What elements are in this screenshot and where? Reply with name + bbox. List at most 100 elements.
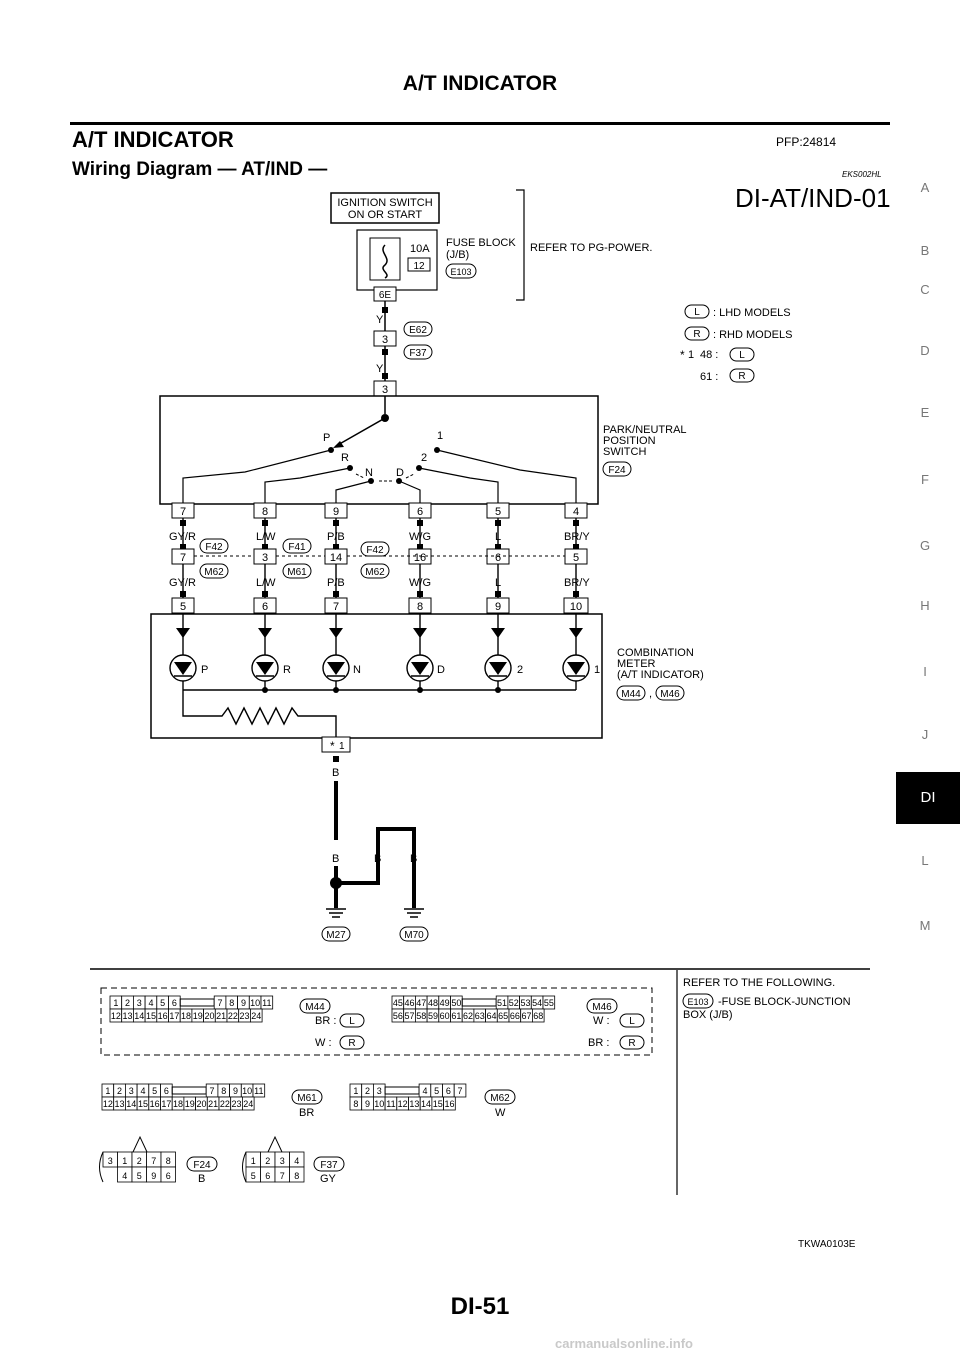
m62-oval bbox=[484, 1089, 516, 1105]
meter-term-4: 8 bbox=[417, 601, 423, 613]
term-box bbox=[563, 597, 589, 614]
side-index-item[interactable]: B bbox=[920, 243, 930, 258]
f24-color: B bbox=[198, 1173, 205, 1185]
m44-w-oval bbox=[339, 1035, 365, 1050]
pin bbox=[262, 591, 268, 597]
pin bbox=[417, 520, 423, 526]
legend-rhd-oval bbox=[684, 326, 710, 341]
ignition-line2: ON OR START bbox=[348, 209, 422, 221]
meter-line3: (A/T INDICATOR) bbox=[617, 669, 704, 681]
f24-oval bbox=[186, 1156, 218, 1172]
side-index-item[interactable]: D bbox=[920, 343, 930, 358]
star-term: 1 bbox=[339, 741, 345, 752]
meter-term-5: 9 bbox=[495, 601, 501, 613]
mid-term-2: 3 bbox=[262, 552, 268, 564]
pnp-line2: POSITION bbox=[603, 435, 656, 447]
legend-61-tag: R bbox=[738, 371, 745, 382]
side-index-item[interactable]: M bbox=[919, 918, 931, 933]
m44-w-tag: R bbox=[348, 1038, 355, 1049]
led-label-4: D bbox=[437, 664, 445, 676]
connector-pin-number: 9 bbox=[151, 1171, 156, 1181]
side-index-item[interactable]: L bbox=[921, 853, 929, 868]
connector-pin-number: 12 bbox=[103, 1099, 113, 1109]
ground-icon bbox=[404, 908, 424, 918]
connector-pin-number: 49 bbox=[440, 998, 450, 1008]
junction bbox=[495, 687, 501, 693]
wire-bot-4: W/G bbox=[409, 577, 431, 589]
connector-pin-number: 3 bbox=[280, 1156, 285, 1166]
m46-w: W : bbox=[593, 1015, 610, 1027]
side-index-item[interactable]: A bbox=[920, 180, 930, 195]
connector-lock bbox=[461, 998, 497, 1007]
connector-pin-number: 5 bbox=[251, 1171, 256, 1181]
connector-pin-number: 53 bbox=[520, 998, 530, 1008]
side-index-item[interactable]: E bbox=[920, 405, 930, 420]
side-index-item[interactable]: I bbox=[923, 664, 927, 679]
sw-term-3: 9 bbox=[333, 506, 339, 518]
m62-color: W bbox=[495, 1107, 506, 1119]
conn-oval bbox=[199, 538, 229, 554]
diagram-id: DI-AT/IND-01 bbox=[735, 183, 891, 213]
resistor-icon bbox=[182, 690, 337, 742]
connector-dash-box bbox=[100, 987, 653, 1056]
connector-pin-number: 13 bbox=[115, 1099, 125, 1109]
mid-term-5: 6 bbox=[495, 552, 501, 564]
meter-conn-oval bbox=[655, 685, 685, 701]
wire-top-2: L/W bbox=[256, 531, 276, 543]
connector-cavity bbox=[260, 995, 274, 1010]
side-index-item[interactable]: F bbox=[921, 472, 929, 487]
meter-term-1: 5 bbox=[180, 601, 186, 613]
connector-pin-number: 54 bbox=[532, 998, 542, 1008]
pin bbox=[382, 373, 388, 379]
legend-48-oval bbox=[729, 347, 755, 362]
connector-pin-number: 47 bbox=[416, 998, 426, 1008]
side-index-active-tab[interactable] bbox=[896, 772, 960, 824]
side-index-item[interactable]: J bbox=[921, 727, 929, 742]
term-box bbox=[171, 597, 195, 614]
m61-color: BR bbox=[299, 1107, 314, 1119]
connector-pin-number: 20 bbox=[196, 1099, 206, 1109]
connector-pin-number: 3 bbox=[137, 998, 142, 1008]
m44-br-oval bbox=[339, 1013, 365, 1028]
connector-pin-number: 66 bbox=[510, 1011, 520, 1021]
section-code: EKS002HL bbox=[842, 170, 882, 179]
connector-pin-number: 67 bbox=[522, 1011, 532, 1021]
wire-p bbox=[182, 449, 332, 504]
term-box bbox=[253, 597, 277, 614]
connector-pin-number: 8 bbox=[166, 1156, 171, 1166]
side-index-item[interactable]: G bbox=[919, 538, 931, 553]
term-box bbox=[408, 597, 432, 614]
connector-key bbox=[132, 1135, 148, 1153]
side-index-active-label[interactable]: DI bbox=[920, 789, 936, 806]
conn-f37-oval bbox=[403, 344, 433, 360]
fuse-number: 12 bbox=[413, 261, 425, 272]
wire-bot-5: L bbox=[495, 577, 501, 589]
ground-icon bbox=[326, 908, 346, 918]
dash bbox=[355, 473, 365, 479]
legend-star-label: 1 bbox=[688, 349, 694, 361]
connector-pin-number: 8 bbox=[221, 1086, 226, 1096]
connector-pin-number: 52 bbox=[509, 998, 519, 1008]
m44-label: M44 bbox=[305, 1002, 325, 1013]
fuse-block-line2: (J/B) bbox=[446, 249, 469, 261]
pin bbox=[180, 520, 186, 526]
m46-label: M46 bbox=[592, 1002, 612, 1013]
connector-pin-number: 1 bbox=[122, 1156, 127, 1166]
side-index-item[interactable]: C bbox=[920, 282, 930, 297]
connector-pin-number: 10 bbox=[242, 1086, 252, 1096]
conn-oval bbox=[282, 538, 312, 554]
connector-pin-number: 55 bbox=[544, 998, 554, 1008]
connector-pin-number: 22 bbox=[220, 1099, 230, 1109]
connector-pin-number: 15 bbox=[138, 1099, 148, 1109]
side-index-item[interactable]: H bbox=[920, 598, 930, 613]
wire-y2: Y bbox=[376, 363, 384, 375]
conn-e62: E62 bbox=[409, 325, 427, 336]
junction bbox=[262, 687, 268, 693]
f37-color: GY bbox=[320, 1173, 337, 1185]
pin bbox=[495, 520, 501, 526]
connector-cavity bbox=[453, 1083, 467, 1098]
fuse-icon bbox=[382, 244, 388, 279]
connector-cavity bbox=[532, 1008, 545, 1023]
connector-pin-number: 18 bbox=[173, 1099, 183, 1109]
